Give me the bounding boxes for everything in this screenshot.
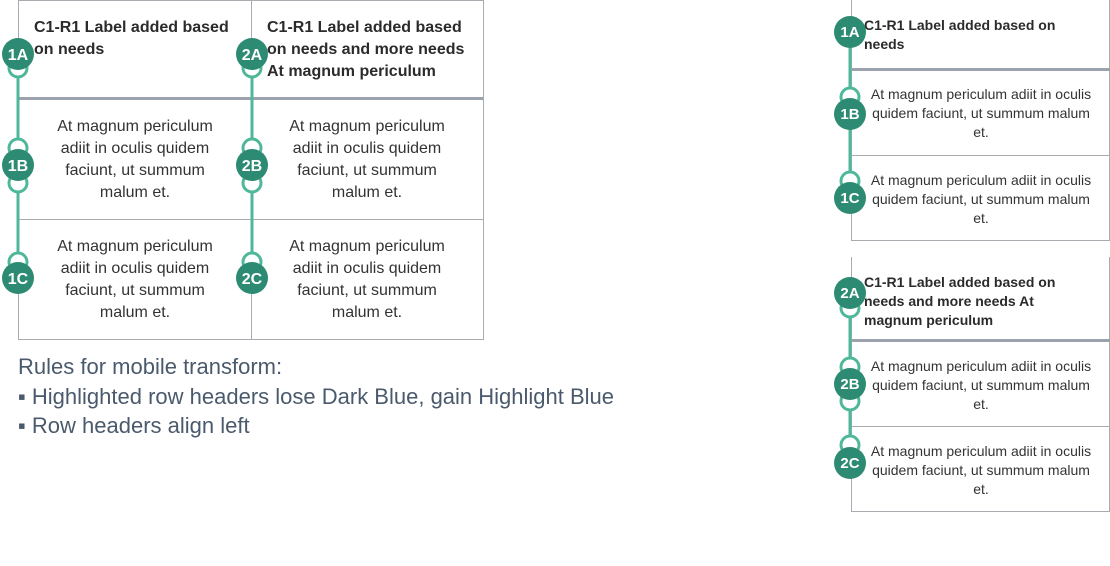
- header-cell-c2: C1-R1 Label added based on needs and mor…: [267, 19, 465, 80]
- svg-text:1C: 1C: [8, 271, 29, 288]
- mobile-card-2-header: C1-R1 Label added based on needs and mor…: [864, 274, 1056, 328]
- mobile-card-2: C1-R1 Label added based on needs and mor…: [851, 257, 1110, 512]
- marker-mobile-1a: 1A: [834, 16, 866, 48]
- desktop-table: C1-R1 Label added based on needs C1-R1 L…: [18, 0, 484, 340]
- mobile-card-1-row-2: At magnum periculum adiit in oculis quid…: [870, 172, 1092, 226]
- mobile-card-1-header: C1-R1 Label added based on needs: [864, 17, 1056, 52]
- marker-1a: 1A: [2, 38, 34, 70]
- rules-item-1: ▪ Highlighted row headers lose Dark Blue…: [18, 383, 615, 409]
- body-cell-r2c1: At magnum periculum adiit in oculis quid…: [57, 238, 213, 321]
- marker-mobile-2b: 2B: [834, 368, 866, 400]
- marker-1c: 1C: [2, 262, 34, 294]
- connector-rings: [7, 57, 861, 456]
- marker-2c: 2C: [236, 262, 268, 294]
- marker-1b: 1B: [2, 149, 34, 181]
- svg-text:2C: 2C: [242, 271, 263, 288]
- header-cell-c1: C1-R1 Label added based on needs: [34, 19, 229, 58]
- header-rule: [852, 339, 1110, 342]
- marker-2a: 2A: [236, 38, 268, 70]
- mobile-card-1-row-1: At magnum periculum adiit in oculis quid…: [870, 86, 1092, 140]
- marker-mobile-2c: 2C: [834, 447, 866, 479]
- body-cell-r1c2: At magnum periculum adiit in oculis quid…: [289, 118, 445, 201]
- svg-text:1B: 1B: [8, 158, 28, 175]
- svg-text:2A: 2A: [840, 285, 859, 302]
- mobile-card-1: C1-R1 Label added based on needs At magn…: [851, 0, 1110, 241]
- marker-2b: 2B: [236, 149, 268, 181]
- marker-mobile-1b: 1B: [834, 98, 866, 130]
- rules-title: Rules for mobile transform:: [18, 354, 283, 379]
- row-divider: [852, 426, 1110, 427]
- svg-text:1A: 1A: [840, 24, 859, 41]
- svg-text:2A: 2A: [242, 47, 263, 64]
- marker-mobile-1c: 1C: [834, 182, 866, 214]
- header-rule: [852, 68, 1110, 71]
- row-divider: [852, 155, 1110, 156]
- svg-text:1B: 1B: [840, 106, 859, 123]
- svg-text:1A: 1A: [8, 47, 29, 64]
- svg-text:2C: 2C: [840, 455, 859, 472]
- svg-text:2B: 2B: [242, 158, 262, 175]
- rules-block: Rules for mobile transform: ▪ Highlighte…: [18, 352, 614, 441]
- marker-mobile-2a: 2A: [834, 277, 866, 309]
- mobile-card-2-row-1: At magnum periculum adiit in oculis quid…: [870, 358, 1092, 412]
- body-cell-r1c1: At magnum periculum adiit in oculis quid…: [57, 118, 213, 201]
- rules-item-2: ▪ Row headers align left: [18, 413, 250, 438]
- svg-text:1C: 1C: [840, 190, 859, 207]
- body-cell-r2c2: At magnum periculum adiit in oculis quid…: [289, 238, 445, 321]
- mobile-card-2-row-2: At magnum periculum adiit in oculis quid…: [870, 443, 1092, 497]
- svg-text:2B: 2B: [840, 376, 859, 393]
